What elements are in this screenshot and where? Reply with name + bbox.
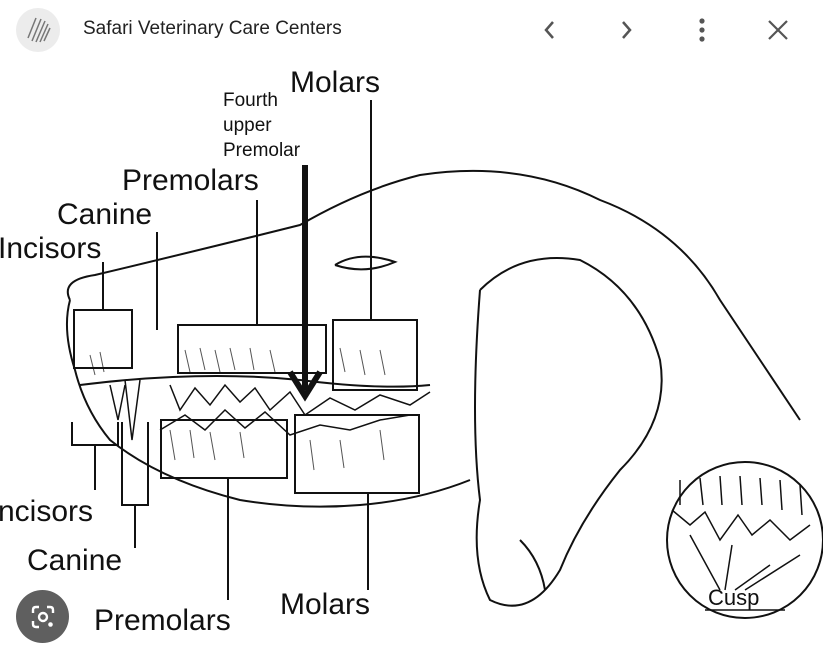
source-title[interactable]: Safari Veterinary Care Centers bbox=[83, 18, 342, 39]
label-premolars-top: Premolars bbox=[122, 164, 259, 197]
dog-head-illustration bbox=[66, 100, 823, 619]
close-button[interactable] bbox=[760, 12, 796, 48]
more-vert-icon bbox=[699, 18, 705, 42]
chevron-left-icon bbox=[544, 21, 554, 39]
more-options-button[interactable] bbox=[684, 12, 720, 48]
chevron-right-icon bbox=[622, 21, 632, 39]
label-cusp: Cusp bbox=[708, 585, 760, 610]
image-viewer-header: Safari Veterinary Care Centers bbox=[0, 0, 823, 60]
label-canine-bottom: Canine bbox=[27, 544, 123, 577]
label-premolars-bottom: Premolars bbox=[94, 604, 231, 637]
label-molars-top: Molars bbox=[290, 66, 381, 99]
next-button[interactable] bbox=[608, 12, 644, 48]
label-premolar: Premolar bbox=[223, 140, 301, 161]
label-fourth-upper-premolar: Fourth upper Premolar bbox=[223, 88, 300, 163]
google-lens-icon bbox=[31, 605, 54, 628]
label-canine-top: Canine bbox=[57, 198, 153, 231]
close-icon bbox=[768, 20, 788, 40]
label-molars-bottom: Molars bbox=[280, 588, 371, 621]
previous-button[interactable] bbox=[532, 12, 568, 48]
dog-teeth-diagram: Molars Fourth upper Premolar Premolars C… bbox=[0, 60, 823, 663]
google-lens-button[interactable] bbox=[16, 590, 69, 643]
label-upper: upper bbox=[223, 115, 272, 136]
label-incisors-top: Incisors bbox=[0, 232, 102, 265]
label-fourth: Fourth bbox=[223, 90, 278, 111]
label-incisors-bottom: ncisors bbox=[0, 495, 94, 528]
source-logo-icon[interactable] bbox=[16, 8, 60, 52]
